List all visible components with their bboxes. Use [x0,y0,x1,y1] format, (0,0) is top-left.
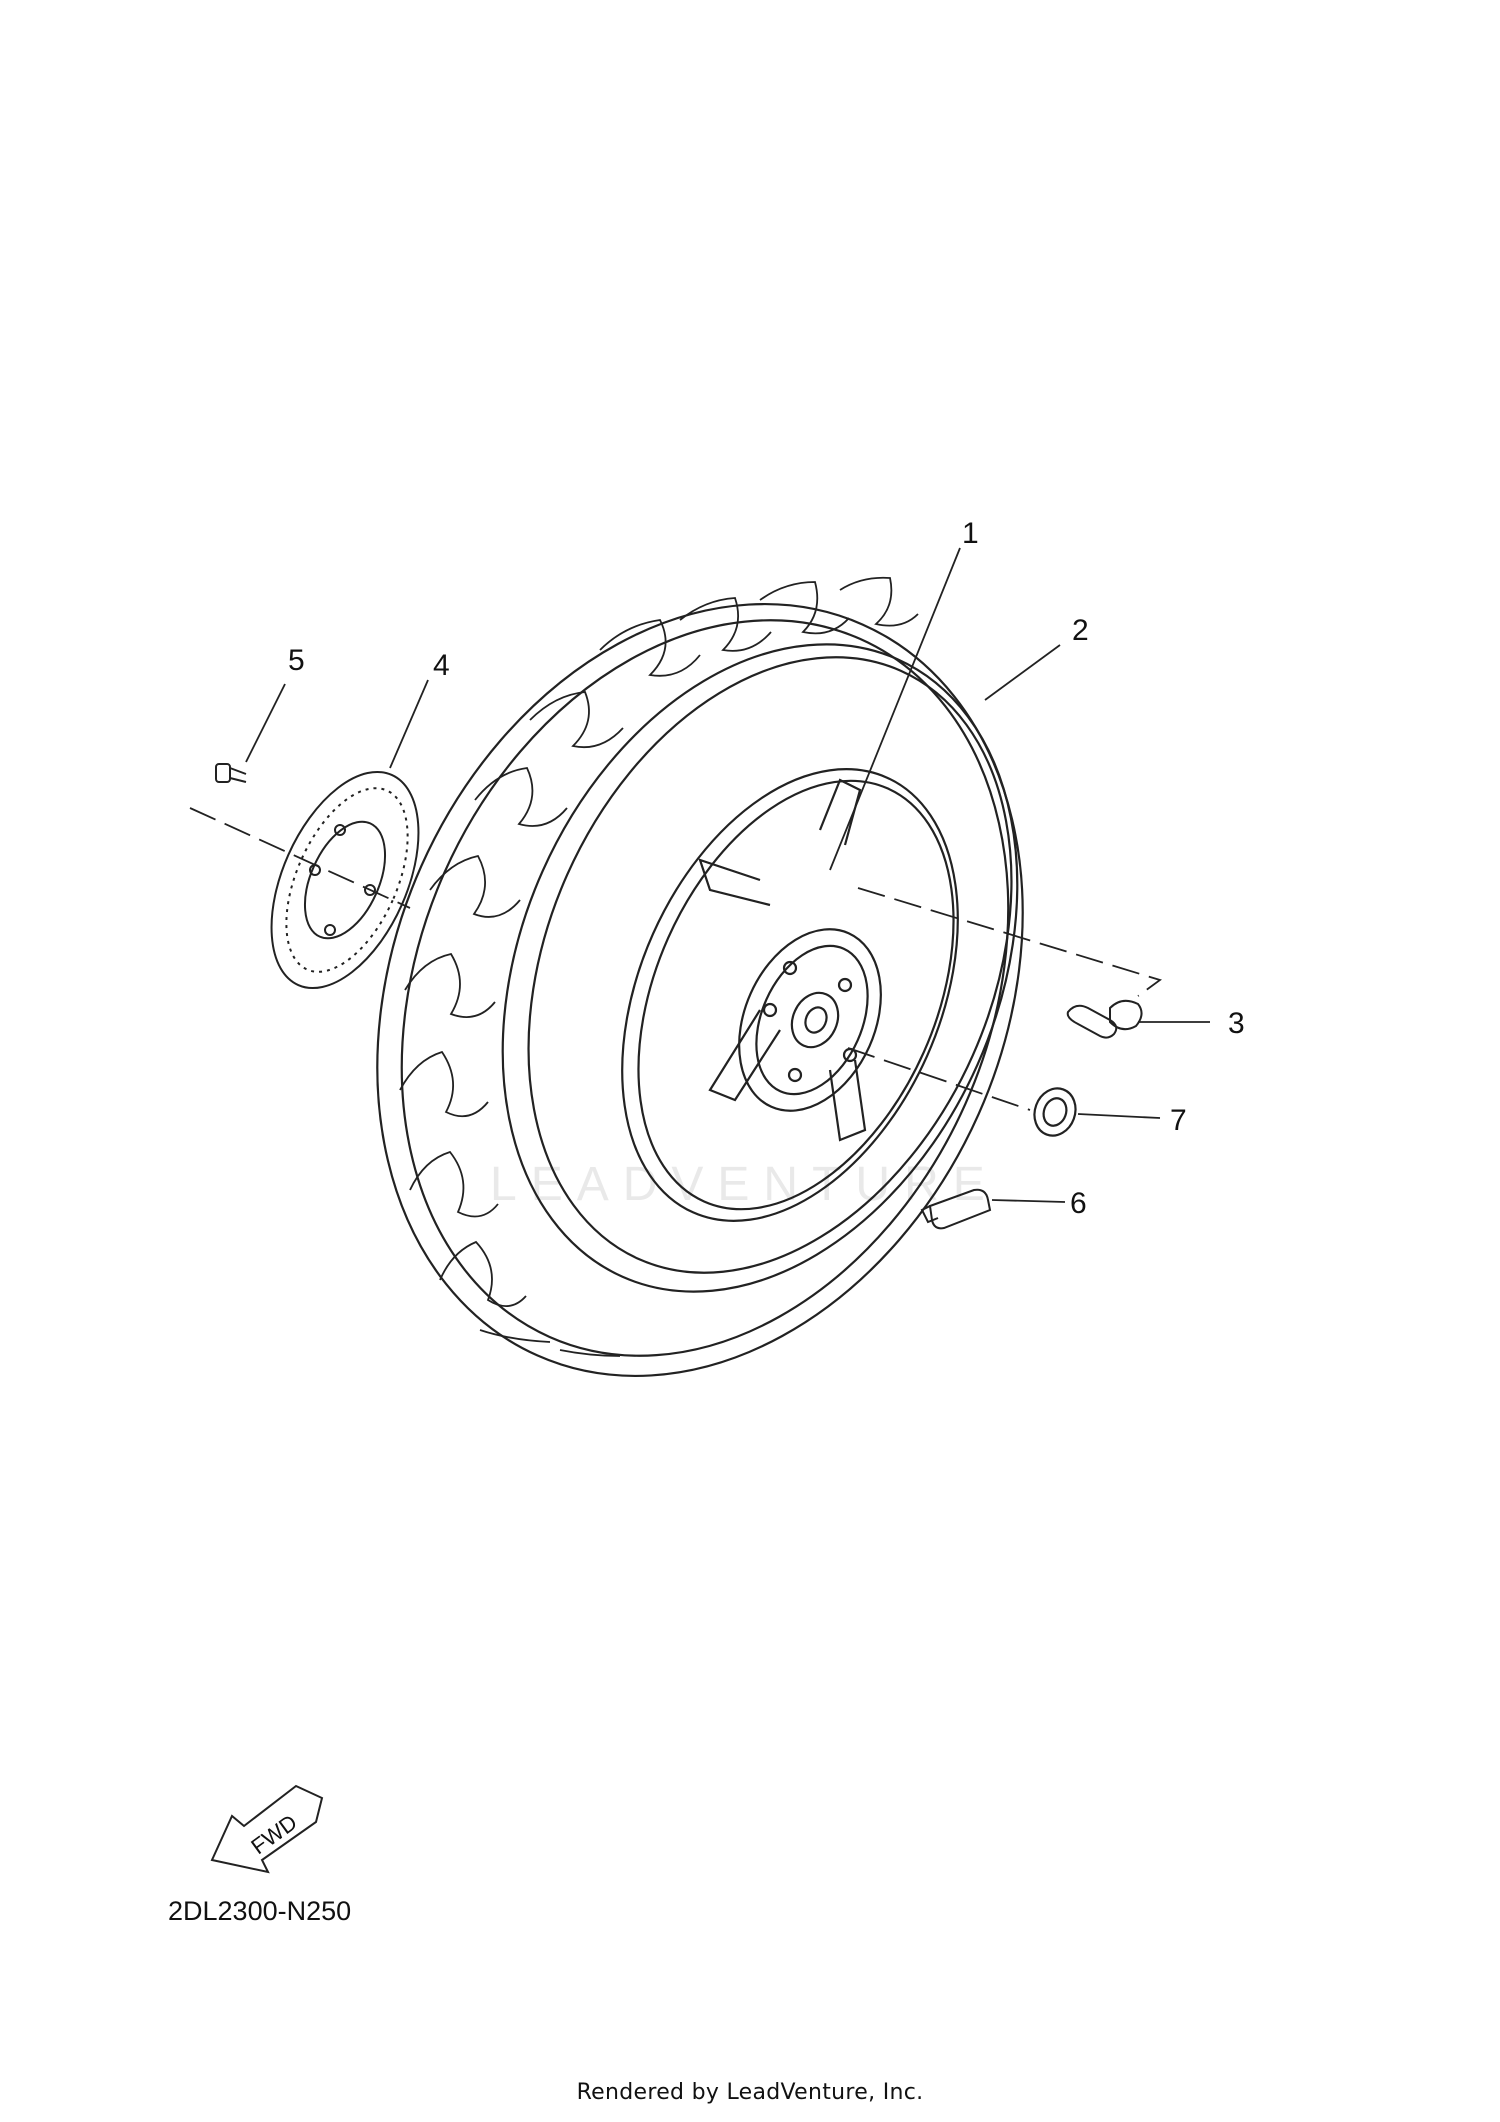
callout-6: 6 [1070,1187,1087,1220]
callout-3: 3 [1228,1007,1245,1040]
watermark: LEADVENTURE [490,1158,999,1211]
bolt[interactable] [215,763,247,783]
balance-weight[interactable] [920,1188,992,1230]
tire[interactable] [259,501,1142,1480]
wheel[interactable] [556,717,1024,1274]
render-credit: Rendered by LeadVenture, Inc. [576,2080,924,2105]
valve-stem[interactable] [1066,999,1143,1039]
assembly-axis-lines [189,807,1162,1111]
callouts: 1 2 3 4 5 6 7 [288,517,1245,1220]
leader-lines [245,547,1210,1203]
callout-5: 5 [288,644,305,677]
fwd-arrow-icon: FWD [210,1784,324,1874]
collar[interactable] [1028,1083,1082,1142]
callout-7: 7 [1170,1104,1187,1137]
callout-1: 1 [962,517,979,550]
watermark-text: LEADVENTURE [490,1158,999,1211]
callout-4: 4 [433,649,450,682]
callout-2: 2 [1072,614,1089,647]
sensor-rotor[interactable] [242,750,449,1011]
diagram-code: 2DL2300-N250 [168,1896,352,1926]
